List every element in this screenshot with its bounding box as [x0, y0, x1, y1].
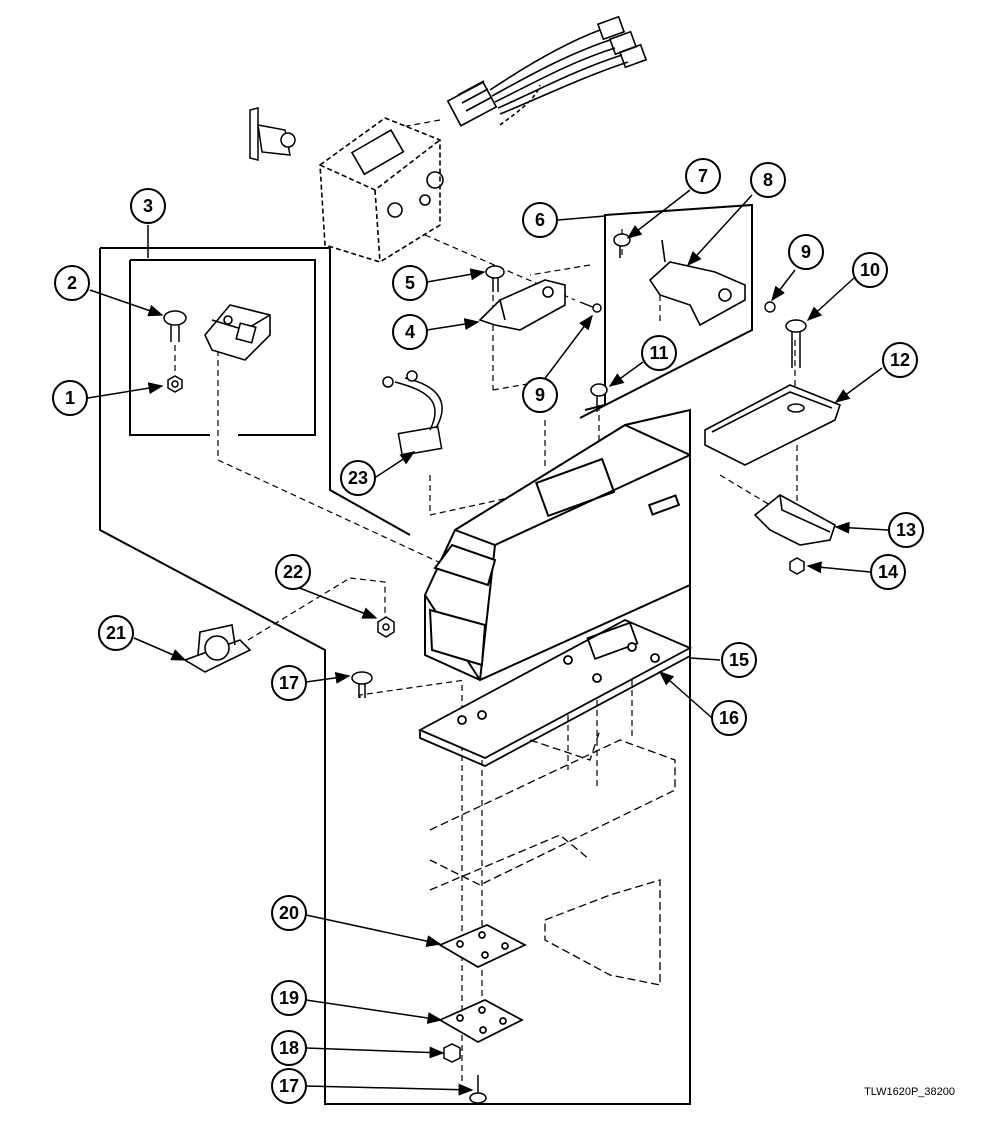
svg-text:3: 3 [143, 196, 153, 216]
part-21-switch [183, 624, 252, 673]
connector-left [249, 107, 296, 161]
callout-1: 1 [52, 380, 88, 416]
part-8-bracket [648, 239, 746, 327]
svg-text:6: 6 [535, 210, 545, 230]
console-housing [423, 423, 691, 682]
svg-text:20: 20 [279, 903, 299, 923]
callout-13: 13 [888, 512, 924, 548]
part-17-screw-b [469, 1075, 487, 1104]
svg-text:22: 22 [283, 562, 303, 582]
svg-text:19: 19 [279, 988, 299, 1008]
part-19-plate [438, 999, 524, 1043]
svg-text:15: 15 [729, 650, 749, 670]
svg-text:9: 9 [801, 242, 811, 262]
outline-assembly-3 [100, 247, 411, 536]
outline-inset-3 [129, 260, 210, 436]
part-14-nut [789, 557, 805, 575]
svg-text:2: 2 [67, 273, 77, 293]
callout-8: 8 [750, 162, 786, 198]
part-20-plate [438, 924, 527, 968]
part-9-nut-b [764, 301, 776, 313]
part-2-screw [163, 310, 187, 342]
part-10-bolt [785, 319, 807, 368]
callouts: 1 2 3 4 5 6 7 8 9 9 10 11 12 13 14 15 16… [52, 158, 924, 1104]
callout-7: 7 [685, 158, 721, 194]
part-17-screw-a [351, 671, 373, 698]
svg-text:16: 16 [719, 708, 739, 728]
svg-text:13: 13 [896, 520, 916, 540]
mounting-frame [429, 729, 676, 986]
leader-lines [87, 189, 889, 1096]
callout-18: 18 [271, 1030, 307, 1066]
assembly-outlines [99, 203, 753, 1105]
callout-17a: 17 [271, 665, 307, 701]
part-18-nut [443, 1043, 461, 1063]
callout-9a: 9 [522, 377, 558, 413]
part-7-screw [613, 233, 631, 258]
callout-9b: 9 [788, 234, 824, 270]
relay-housing [319, 117, 444, 263]
svg-text:5: 5 [405, 273, 415, 293]
callout-6: 6 [522, 202, 558, 238]
svg-text:4: 4 [405, 322, 415, 342]
callout-11: 11 [641, 335, 677, 371]
svg-text:1: 1 [65, 388, 75, 408]
callout-15: 15 [721, 642, 757, 678]
switch-part [204, 304, 271, 361]
callout-14: 14 [870, 554, 906, 590]
callout-3: 3 [130, 188, 166, 224]
part-12-pad [704, 384, 841, 466]
part-5-screw [485, 265, 505, 292]
callout-21: 21 [98, 615, 134, 651]
callout-19: 19 [271, 980, 307, 1016]
part-23-lead [382, 370, 443, 457]
svg-text:9: 9 [535, 385, 545, 405]
callout-16: 16 [711, 700, 747, 736]
svg-text:7: 7 [698, 166, 708, 186]
figure-id-label: TLW1620P_38200 [864, 1086, 955, 1098]
part-11-screw [590, 383, 608, 412]
outline-inset-3b [130, 259, 316, 436]
callout-4: 4 [392, 314, 428, 350]
svg-text:18: 18 [279, 1038, 299, 1058]
svg-text:10: 10 [860, 260, 880, 280]
svg-text:21: 21 [106, 623, 126, 643]
part-16-plate [417, 619, 693, 767]
callout-5: 5 [392, 265, 428, 301]
svg-text:12: 12 [890, 350, 910, 370]
callout-12: 12 [882, 342, 918, 378]
part-9-screw-a [579, 301, 602, 313]
part-13-clip [753, 494, 836, 546]
callout-10: 10 [852, 252, 888, 288]
wiring-harness [446, 15, 648, 127]
svg-text:17: 17 [279, 1076, 299, 1096]
outline-assembly-15 [99, 248, 691, 1105]
part-22-nut [377, 616, 395, 638]
callout-20: 20 [271, 895, 307, 931]
svg-text:17: 17 [279, 673, 299, 693]
part-4-bracket [478, 279, 566, 331]
outline-assembly-6 [579, 203, 753, 419]
callout-17b: 17 [271, 1068, 307, 1104]
callout-22: 22 [275, 554, 311, 590]
callout-23: 23 [340, 460, 376, 496]
svg-text:23: 23 [348, 468, 368, 488]
part-1-nut [167, 375, 183, 393]
svg-text:14: 14 [878, 562, 898, 582]
svg-text:8: 8 [763, 170, 773, 190]
svg-text:11: 11 [649, 343, 668, 363]
callout-2: 2 [54, 265, 90, 301]
